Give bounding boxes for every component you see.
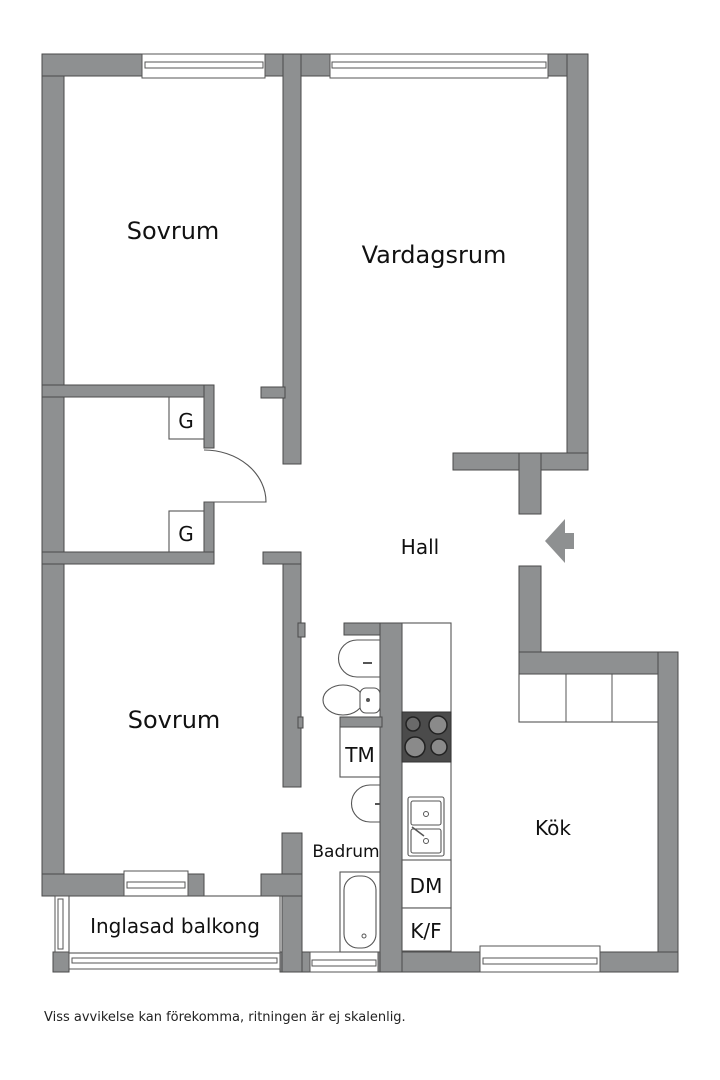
floor-plan: Sovrum Vardagsrum Hall Sovrum Kök Badrum…	[41, 53, 679, 973]
fixture-label-kf: K/F	[410, 919, 441, 943]
fixture-label-g1: G	[178, 409, 194, 433]
kitchen-fixtures	[401, 622, 659, 952]
entrance-arrow-icon	[545, 519, 574, 563]
room-label-sovrum-top: Sovrum	[127, 217, 220, 245]
fixture-label-tm: TM	[344, 743, 374, 767]
room-label-badrum: Badrum	[312, 842, 379, 862]
closet-2	[168, 510, 205, 553]
fixture-label-dm: DM	[410, 874, 443, 898]
closet-1	[168, 396, 205, 440]
disclaimer-text: Viss avvikelse kan förekomma, ritningen …	[44, 1010, 406, 1025]
room-label-hall: Hall	[401, 535, 439, 559]
room-label-balkong: Inglasad balkong	[90, 914, 260, 938]
door-swing	[203, 449, 267, 503]
room-label-kok: Kök	[535, 816, 571, 840]
balcony-outline	[68, 895, 281, 954]
bathroom-fixtures	[322, 639, 381, 953]
fixture-label-g2: G	[178, 522, 194, 546]
room-label-sovrum-bottom: Sovrum	[128, 706, 221, 734]
room-label-vardagsrum: Vardagsrum	[362, 241, 507, 269]
windows	[54, 53, 601, 973]
walls	[41, 53, 679, 973]
